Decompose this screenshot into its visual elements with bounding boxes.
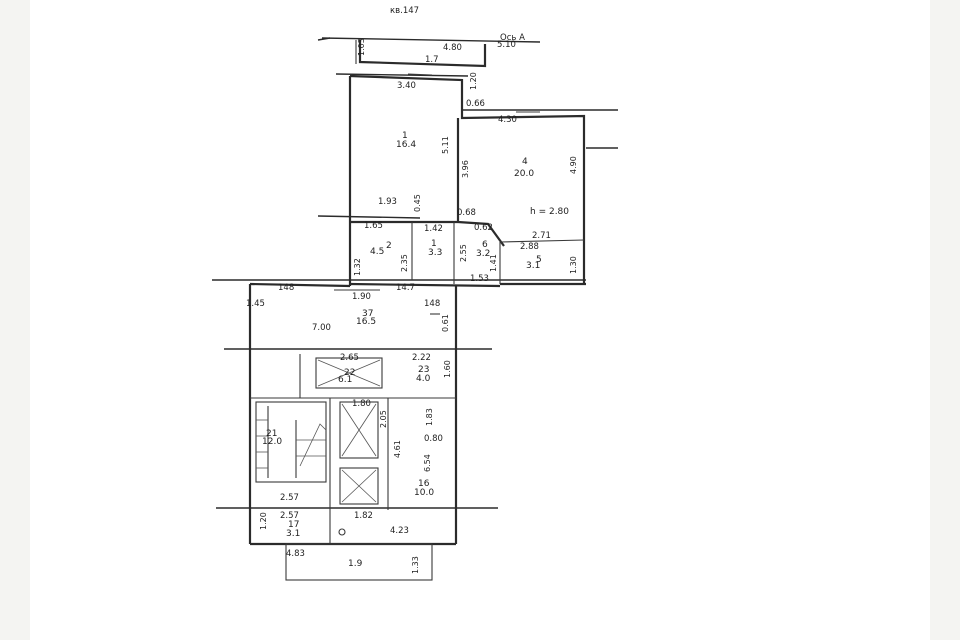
- dim-label: 1.42: [424, 224, 443, 234]
- dim-label: 2.55: [459, 244, 468, 262]
- dim-label: 4.61: [393, 440, 402, 458]
- dim-label: 0.61: [441, 314, 450, 332]
- upper-walls: [348, 73, 586, 288]
- dim-label: 2.65: [340, 353, 359, 363]
- dim-label: 2.22: [412, 353, 431, 363]
- room-number: 1: [402, 131, 408, 141]
- room-number: 21: [266, 429, 277, 439]
- room-area: 3.3: [428, 248, 442, 258]
- dim-label: 1.33: [411, 556, 420, 574]
- room-number: 1: [431, 239, 437, 249]
- corridor-walls: [248, 282, 458, 544]
- dim-label: 2.71: [532, 231, 551, 241]
- dim-label: 0.66: [466, 99, 485, 109]
- room-area: 4.5: [370, 247, 384, 257]
- room-number: 23: [418, 365, 429, 375]
- dim-label: 1.80: [352, 399, 371, 409]
- room-number: 16: [418, 479, 430, 489]
- dim-label: 4.90: [569, 156, 578, 174]
- dim-label: 7.00: [312, 323, 331, 333]
- dim-label: 2.57: [280, 493, 299, 503]
- plan-ref: кв.147: [390, 6, 419, 16]
- dim-label: 1.32: [353, 258, 362, 276]
- room-number: 1.9: [348, 559, 363, 569]
- dim-label: 1.20: [469, 72, 478, 90]
- dim-label: 2.88: [520, 242, 539, 252]
- dim-label: 148: [424, 299, 440, 309]
- sheet: [30, 0, 930, 640]
- top-loggia: [321, 37, 541, 68]
- dim-label: 6.54: [423, 454, 432, 472]
- dim-label: 4.23: [390, 526, 409, 536]
- dim-label: 1.41: [489, 254, 498, 272]
- dim-label: 3.40: [397, 81, 416, 91]
- dim-label: 1.03: [357, 38, 366, 56]
- dim-label: 1.83: [425, 408, 434, 426]
- grid-axes: [212, 37, 618, 509]
- room-number: 6: [482, 240, 488, 250]
- room-area: 3.2: [476, 249, 490, 259]
- room-number: 5: [536, 255, 542, 265]
- room-area: 3.1: [286, 529, 300, 539]
- room-number: 1.7: [425, 55, 439, 65]
- dim-label: 4.80: [443, 43, 462, 53]
- dim-label: 0.68: [457, 208, 476, 218]
- room-number: 4: [522, 157, 528, 167]
- dim-label: 4.83: [286, 549, 305, 559]
- dim-label: 0.80: [424, 434, 443, 444]
- dim-label: 148: [278, 283, 294, 293]
- dim-label: 1.30: [569, 256, 578, 274]
- room-number: 22: [344, 368, 355, 378]
- room-number: 17: [288, 520, 299, 530]
- dim-label: 1.53: [470, 274, 489, 284]
- room-area: 16.5: [356, 317, 376, 327]
- dim-label: 2.05: [379, 410, 388, 428]
- room-area: 20.0: [514, 169, 534, 179]
- dim-label: 1.45: [246, 299, 265, 309]
- room-area: 12.0: [262, 437, 282, 447]
- dim-label: 0.45: [413, 194, 422, 212]
- room-area: 16.4: [396, 140, 416, 150]
- room-number: 2: [386, 241, 392, 251]
- lower-block: [250, 354, 456, 581]
- dim-label: 1.65: [364, 221, 383, 231]
- dim-label: 2.35: [400, 254, 409, 272]
- room-number: 37: [362, 309, 373, 319]
- room-area: 4.0: [416, 374, 431, 384]
- dim-label: 1.20: [259, 512, 268, 530]
- dim-label: 3.96: [461, 160, 470, 178]
- height-note: h = 2.80: [530, 207, 569, 217]
- dim-label: 14.7: [396, 283, 415, 293]
- dim-label: 1.90: [352, 292, 371, 302]
- dim-label: 5.10: [497, 40, 516, 50]
- room-area: 10.0: [414, 488, 434, 498]
- dim-label: 4.30: [498, 115, 517, 125]
- dim-label: 0.62: [474, 223, 493, 233]
- dim-label: 1.60: [443, 360, 452, 378]
- room-area: 6.1: [338, 375, 352, 385]
- dim-label: 2.57: [280, 511, 299, 521]
- dim-label: 1.82: [354, 511, 373, 521]
- axis-label: Ось А: [500, 33, 525, 43]
- room-area: 3.1: [526, 261, 540, 271]
- dim-label: 5.11: [441, 136, 450, 154]
- dim-label: 1.93: [378, 197, 397, 207]
